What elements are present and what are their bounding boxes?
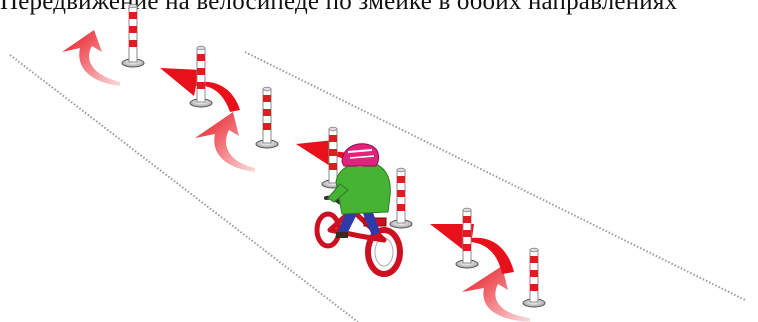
arrow-icon	[62, 30, 120, 86]
road-edge-left	[10, 55, 358, 322]
helmet-icon	[342, 144, 379, 166]
arrow-icon	[462, 266, 530, 322]
posts	[122, 4, 545, 307]
road-edge-right	[245, 52, 745, 300]
arrow-icon	[195, 112, 255, 172]
bollard-icon	[122, 4, 144, 67]
bollard-icon	[523, 248, 545, 307]
arrow-icon-group	[62, 30, 530, 322]
bollard-icon	[390, 168, 412, 228]
bollard-icon	[256, 87, 278, 148]
